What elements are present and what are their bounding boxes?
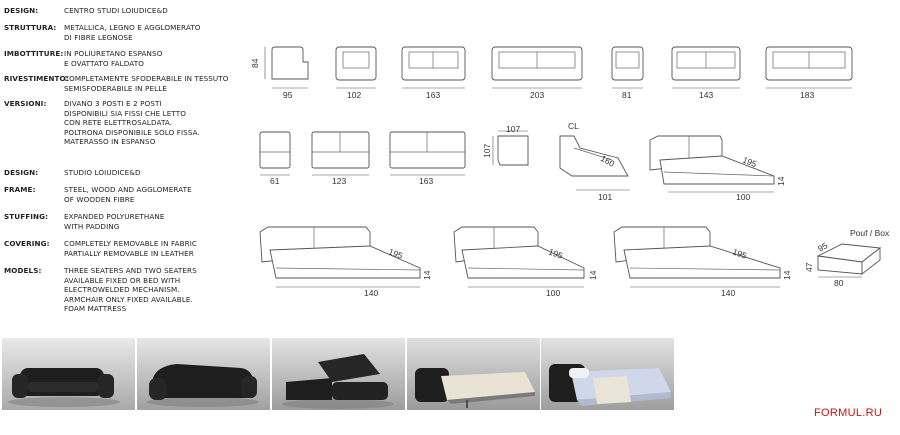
dim-armless-chair: 81 bbox=[622, 90, 632, 100]
pouf-box-view: Pouf / Box 95 47 80 bbox=[804, 228, 890, 288]
spec-value: STEEL, WOOD AND AGGLOMERATE OF WOODEN FI… bbox=[64, 185, 192, 204]
dim-corner-d: 107 bbox=[482, 144, 492, 158]
dim-armchair: 102 bbox=[347, 90, 361, 100]
sofa-bed-open-view-4: 195 14 140 bbox=[613, 226, 792, 298]
dim-side-height: 84 bbox=[250, 58, 260, 68]
dim-bed3-w: 100 bbox=[546, 288, 560, 298]
dim-bed1-h: 14 bbox=[776, 176, 786, 186]
sofa-bed-open-view-1: 195 14 100 bbox=[649, 135, 786, 202]
sofa-2-seater-front-view: 163 bbox=[401, 46, 466, 100]
technical-drawings: 84 95 102 163 203 81 143 bbox=[250, 46, 890, 298]
dim-el-3: 163 bbox=[419, 176, 433, 186]
dim-bed2-h: 14 bbox=[422, 270, 432, 280]
spec-label: VERSIONI: bbox=[4, 99, 47, 108]
spec-label: STRUTTURA: bbox=[4, 23, 57, 32]
spec-value: THREE SEATERS AND TWO SEATERS AVAILABLE … bbox=[64, 266, 197, 314]
element-3-view: 163 bbox=[389, 131, 466, 186]
dim-bed2-len: 195 bbox=[387, 246, 404, 260]
corner-element-view: 107 107 bbox=[482, 124, 529, 166]
spec-value: EXPANDED POLYURETHANE WITH PADDING bbox=[64, 212, 165, 231]
sofa-3-seater-front-view: 203 bbox=[491, 46, 583, 100]
dim-sofa3: 203 bbox=[530, 90, 544, 100]
brand-watermark: FORMUL.RU bbox=[814, 407, 883, 419]
sofa-photo-opening bbox=[272, 338, 405, 410]
spec-label: COVERING: bbox=[4, 239, 50, 248]
dim-corner-w: 107 bbox=[506, 124, 520, 134]
element-chair-view: 61 bbox=[259, 131, 291, 186]
spec-value: DIVANO 3 POSTI E 2 POSTI DISPONIBILI SIA… bbox=[64, 99, 200, 147]
spec-value: COMPLETELY REMOVABLE IN FABRIC PARTIALLY… bbox=[64, 239, 198, 258]
cl-label: CL bbox=[568, 121, 579, 131]
spec-label: FRAME: bbox=[4, 185, 36, 194]
element-2-view: 123 bbox=[311, 131, 370, 186]
sofa-photo-angle bbox=[137, 338, 270, 410]
armchair-front-view: 102 bbox=[335, 46, 377, 100]
dim-cl-w: 101 bbox=[598, 192, 612, 202]
dim-el-2: 123 bbox=[332, 176, 346, 186]
dim-bed3-h: 14 bbox=[588, 270, 598, 280]
dim-bed4-h: 14 bbox=[782, 270, 792, 280]
armless-chair-front-view: 81 bbox=[611, 46, 644, 100]
spec-label: RIVESTIMENTO: bbox=[4, 74, 69, 83]
armless-3-seater-front-view: 183 bbox=[765, 46, 853, 100]
spec-label: DESIGN: bbox=[4, 6, 39, 15]
sofa-photo-bed-open bbox=[407, 338, 540, 410]
sofa-bed-open-view-2: 195 14 140 bbox=[259, 226, 432, 298]
dim-side-depth: 95 bbox=[283, 90, 293, 100]
spec-value: METALLICA, LEGNO E AGGLOMERATO DI FIBRE … bbox=[64, 23, 201, 42]
chaise-longue-view: CL 160 101 bbox=[559, 121, 630, 202]
sofa-photo-front bbox=[2, 338, 135, 410]
dim-pouf-w: 80 bbox=[834, 278, 844, 288]
pouf-label: Pouf / Box bbox=[850, 228, 890, 238]
dim-el-chair: 61 bbox=[270, 176, 280, 186]
photo-strip bbox=[0, 338, 674, 410]
spec-label: MODELS: bbox=[4, 266, 42, 275]
dim-bed4-w: 140 bbox=[721, 288, 735, 298]
spec-value: CENTRO STUDI LOIUDICE&D bbox=[64, 6, 168, 15]
sofa-side-view: 84 95 bbox=[250, 46, 309, 100]
spec-value: COMPLETAMENTE SFODERABILE IN TESSUTO SEM… bbox=[64, 74, 229, 93]
dim-bed2-w: 140 bbox=[364, 288, 378, 298]
sofa-photo-bed-dressed bbox=[541, 338, 674, 410]
sofa-bed-open-view-3: 195 14 100 bbox=[453, 226, 598, 298]
dim-bed3-len: 195 bbox=[547, 246, 564, 260]
spec-label: DESIGN: bbox=[4, 168, 39, 177]
dim-armless2: 143 bbox=[699, 90, 713, 100]
spec-label: STUFFING: bbox=[4, 212, 49, 221]
dim-sofa2: 163 bbox=[426, 90, 440, 100]
dim-armless3: 183 bbox=[800, 90, 814, 100]
dim-pouf-d: 95 bbox=[816, 240, 829, 254]
armless-2-seater-front-view: 143 bbox=[671, 46, 741, 100]
spec-value: STUDIO LOIUDICE&D bbox=[64, 168, 141, 177]
spec-label: IMBOTTITURE: bbox=[4, 49, 64, 58]
dim-bed4-len: 195 bbox=[731, 246, 748, 260]
spec-value: IN POLIURETANO ESPANSO E OVATTATO FALDAT… bbox=[64, 49, 163, 68]
dim-bed1-w: 100 bbox=[736, 192, 750, 202]
dim-pouf-h: 47 bbox=[804, 262, 814, 272]
